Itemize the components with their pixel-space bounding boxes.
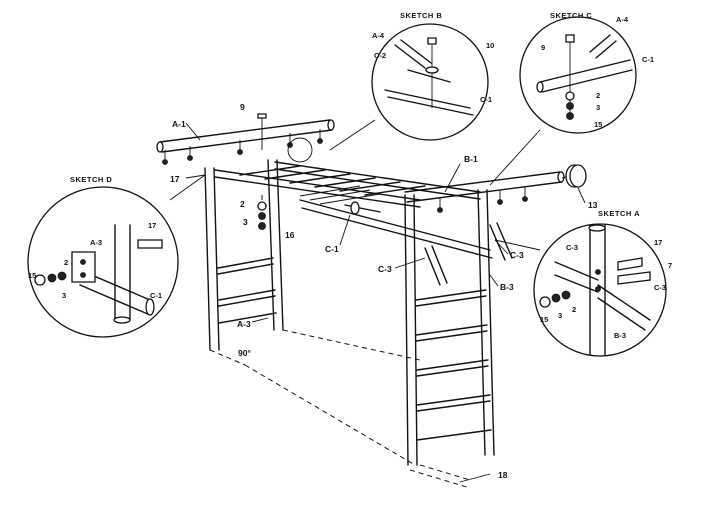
top-rail-a1 bbox=[156, 119, 335, 165]
sketch-b-label-a4: A-4 bbox=[372, 31, 385, 40]
sketch-d-label-3: 3 bbox=[62, 291, 66, 300]
main-label-13: 13 bbox=[588, 200, 598, 210]
sketch-d-label-15: 15 bbox=[28, 271, 36, 280]
sketch-c-label-15: 15 bbox=[594, 120, 602, 129]
sketch-b-label-c1: C-1 bbox=[480, 95, 492, 104]
sketch-d-label-c1: C-1 bbox=[150, 291, 162, 300]
leader-lines bbox=[185, 122, 586, 483]
sketch-d-label-2: 2 bbox=[64, 258, 68, 267]
sketch-c-label-c1: C-1 bbox=[642, 55, 654, 64]
sketch-c-label-a4: A-4 bbox=[616, 15, 629, 24]
hardware-stack bbox=[257, 195, 267, 230]
sketch-b-title: SKETCH B bbox=[400, 11, 442, 20]
sketch-d-label-a3: A-3 bbox=[90, 238, 102, 247]
sketch-b bbox=[287, 23, 489, 163]
main-label-a1: A-1 bbox=[172, 119, 186, 129]
sketch-a-label-2: 2 bbox=[572, 305, 576, 314]
main-label-c3-left: C-3 bbox=[378, 264, 392, 274]
sketch-b-label-10: 10 bbox=[486, 41, 494, 50]
sketch-a-label-c3-right: C-3 bbox=[654, 283, 666, 292]
main-label-17: 17 bbox=[170, 174, 180, 184]
main-frame bbox=[156, 113, 587, 489]
main-label-2: 2 bbox=[240, 199, 245, 209]
sketch-d bbox=[27, 174, 206, 338]
sketch-c-label-2: 2 bbox=[596, 91, 600, 100]
main-label-90-degrees: 90° bbox=[238, 348, 251, 358]
sketch-a-label-15: 15 bbox=[540, 315, 548, 324]
sketch-a-title: SKETCH A bbox=[598, 209, 640, 218]
sketch-a-label-7: 7 bbox=[668, 261, 672, 270]
sketch-a-label-3: 3 bbox=[558, 311, 562, 320]
main-label-b3: B-3 bbox=[500, 282, 514, 292]
main-label-c1: C-1 bbox=[325, 244, 339, 254]
left-ladder bbox=[204, 159, 284, 366]
main-label-a3: A-3 bbox=[237, 319, 251, 329]
sketch-a-label-b3: B-3 bbox=[614, 331, 626, 340]
end-cap-13 bbox=[561, 164, 587, 188]
slant-rail-c1 bbox=[299, 199, 493, 259]
sketch-c-label-3: 3 bbox=[596, 103, 600, 112]
sketch-c-label-9: 9 bbox=[541, 43, 545, 52]
main-label-c3-right: C-3 bbox=[510, 250, 524, 260]
top-rail-b1 bbox=[404, 171, 565, 213]
ground-lines bbox=[244, 329, 471, 489]
sketch-d-title: SKETCH D bbox=[70, 175, 112, 184]
main-label-18: 18 bbox=[498, 470, 508, 480]
main-label-16: 16 bbox=[285, 230, 295, 240]
sketch-d-label-17: 17 bbox=[148, 221, 156, 230]
sketch-c bbox=[489, 16, 637, 186]
sketch-a-label-17: 17 bbox=[654, 238, 662, 247]
sketch-c-title: SKETCH C bbox=[550, 11, 592, 20]
main-label-9: 9 bbox=[240, 102, 245, 112]
sketch-b-label-c2: C-2 bbox=[374, 51, 386, 60]
bolt-9 bbox=[257, 113, 267, 150]
main-label-3: 3 bbox=[243, 217, 248, 227]
sketch-a-label-c3-top: C-3 bbox=[566, 243, 578, 252]
sketch-a bbox=[494, 223, 667, 357]
right-ladder bbox=[404, 189, 513, 466]
main-label-b1: B-1 bbox=[464, 154, 478, 164]
overhead-ladder bbox=[214, 161, 481, 208]
